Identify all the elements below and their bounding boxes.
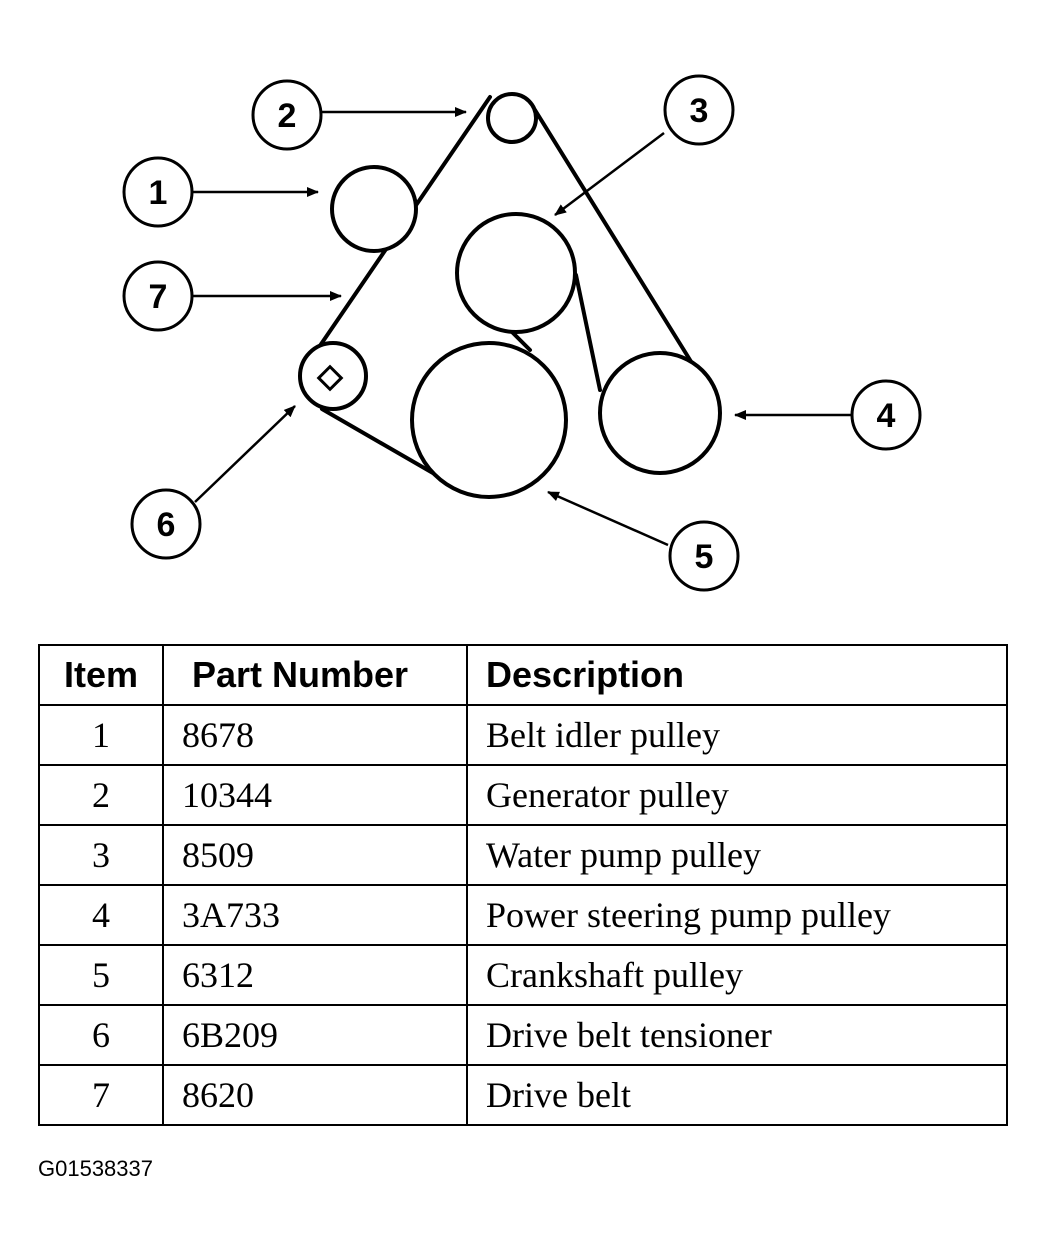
leader-arrow-5 [547,490,669,547]
item-cell: 3 [38,824,164,886]
callout-circle-5 [668,520,740,592]
part-number-cell: 8509 [162,824,468,886]
part-number-cell: 3A733 [162,884,468,946]
belt-routing-diagram: 1 2 3 4 5 6 7 [122,74,922,592]
item-cell: 2 [38,764,164,826]
description-cell: Water pump pulley [466,824,1008,886]
table-row: 2 10344 Generator pulley [38,764,1008,826]
callout-label-2: 2 [278,97,297,135]
callout-circle-6 [130,488,202,560]
generator-pulley [486,92,538,144]
header-part-number: Part Number [162,644,468,706]
table-row: 7 8620 Drive belt [38,1064,1008,1126]
callout-label-5: 5 [695,538,714,576]
crankshaft-pulley [410,341,568,499]
parts-table: Item Part Number Description 1 8678 Belt… [38,644,1008,1126]
callout-circle-4 [850,379,922,451]
callout-circle-2 [251,79,323,151]
table-row: 1 8678 Belt idler pulley [38,704,1008,766]
water-pump-pulley [455,212,577,334]
callout-circle-3 [663,74,735,146]
callout-label-1: 1 [149,174,168,212]
description-cell: Power steering pump pulley [466,884,1008,946]
callout-label-7: 7 [149,278,168,316]
callout-label-6: 6 [157,506,176,544]
leader-arrow-3 [554,132,665,216]
callout-label-4: 4 [877,397,896,435]
table-row: 3 8509 Water pump pulley [38,824,1008,886]
item-cell: 5 [38,944,164,1006]
tensioner-square-drive [316,364,344,392]
part-number-cell: 10344 [162,764,468,826]
description-cell: Belt idler pulley [466,704,1008,766]
part-number-cell: 6B209 [162,1004,468,1066]
table-row: 6 6B209 Drive belt tensioner [38,1004,1008,1066]
callout-circle-1 [122,156,194,228]
part-number-cell: 8620 [162,1064,468,1126]
part-number-cell: 8678 [162,704,468,766]
table-row: 4 3A733 Power steering pump pulley [38,884,1008,946]
leader-arrow-6 [194,405,296,503]
table-row: 5 6312 Crankshaft pulley [38,944,1008,1006]
description-cell: Drive belt [466,1064,1008,1126]
item-cell: 7 [38,1064,164,1126]
item-cell: 4 [38,884,164,946]
description-cell: Generator pulley [466,764,1008,826]
figure-id: G01538337 [38,1156,153,1181]
item-cell: 6 [38,1004,164,1066]
power-steering-pump-pulley [598,351,722,475]
header-description: Description [466,644,1008,706]
description-cell: Drive belt tensioner [466,1004,1008,1066]
table-header-row: Item Part Number Description [38,644,1008,706]
header-item: Item [38,644,164,706]
callout-circle-7 [122,260,194,332]
drive-belt-tensioner [298,341,368,411]
description-cell: Crankshaft pulley [466,944,1008,1006]
belt-idler-pulley [330,165,418,253]
item-cell: 1 [38,704,164,766]
part-number-cell: 6312 [162,944,468,1006]
callout-label-3: 3 [690,92,709,130]
